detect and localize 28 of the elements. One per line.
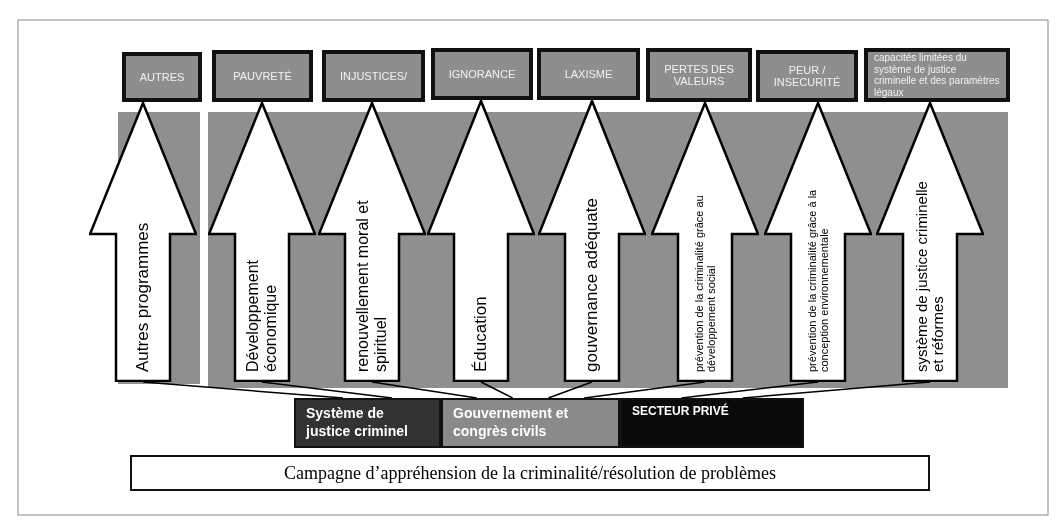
- arrow-label: Développement économique: [243, 258, 280, 372]
- arrow-label: Autres programmes: [131, 221, 153, 372]
- block-arrow: [318, 102, 426, 382]
- block-arrow: [89, 102, 197, 382]
- arrow-label: système de justice criminelle et réformes: [911, 180, 947, 372]
- problem-box: INJUSTICES/: [322, 50, 425, 102]
- problem-box: LAXISME: [537, 48, 640, 100]
- problem-box: IGNORANCE: [431, 48, 533, 100]
- arrow-label: renouvellement moral et spirituel: [353, 199, 390, 372]
- actor-box: Gouvernement et congrès civils: [441, 398, 620, 448]
- arrow-label: prévention de la criminalité grâce au développement social: [691, 194, 718, 372]
- block-arrow: [764, 102, 872, 382]
- block-arrow: [538, 100, 646, 382]
- arrow-label: Éducation: [469, 295, 491, 372]
- block-arrow: [876, 102, 984, 382]
- problem-box: PAUVRETÉ: [212, 50, 313, 102]
- problem-box: PERTES DES VALEURS: [646, 48, 752, 102]
- block-arrow: [208, 102, 316, 382]
- block-arrow: [427, 100, 535, 382]
- connector-line: [480, 381, 514, 399]
- problem-box: AUTRES: [122, 52, 202, 102]
- block-arrow: [651, 102, 759, 382]
- arrow-label: gouvernance adéquate: [580, 197, 602, 372]
- campaign-box: Campagne d’appréhension de la criminalité/résolution de problèmes: [130, 455, 930, 491]
- actor-box: Système de justice criminel: [294, 398, 441, 448]
- problem-box: capacités limitées du système de justice criminelle et des paramètres légaux: [864, 48, 1010, 102]
- actor-box: SECTEUR PRIVÉ: [620, 398, 804, 448]
- problem-box: PEUR / INSECURITÉ: [756, 50, 858, 102]
